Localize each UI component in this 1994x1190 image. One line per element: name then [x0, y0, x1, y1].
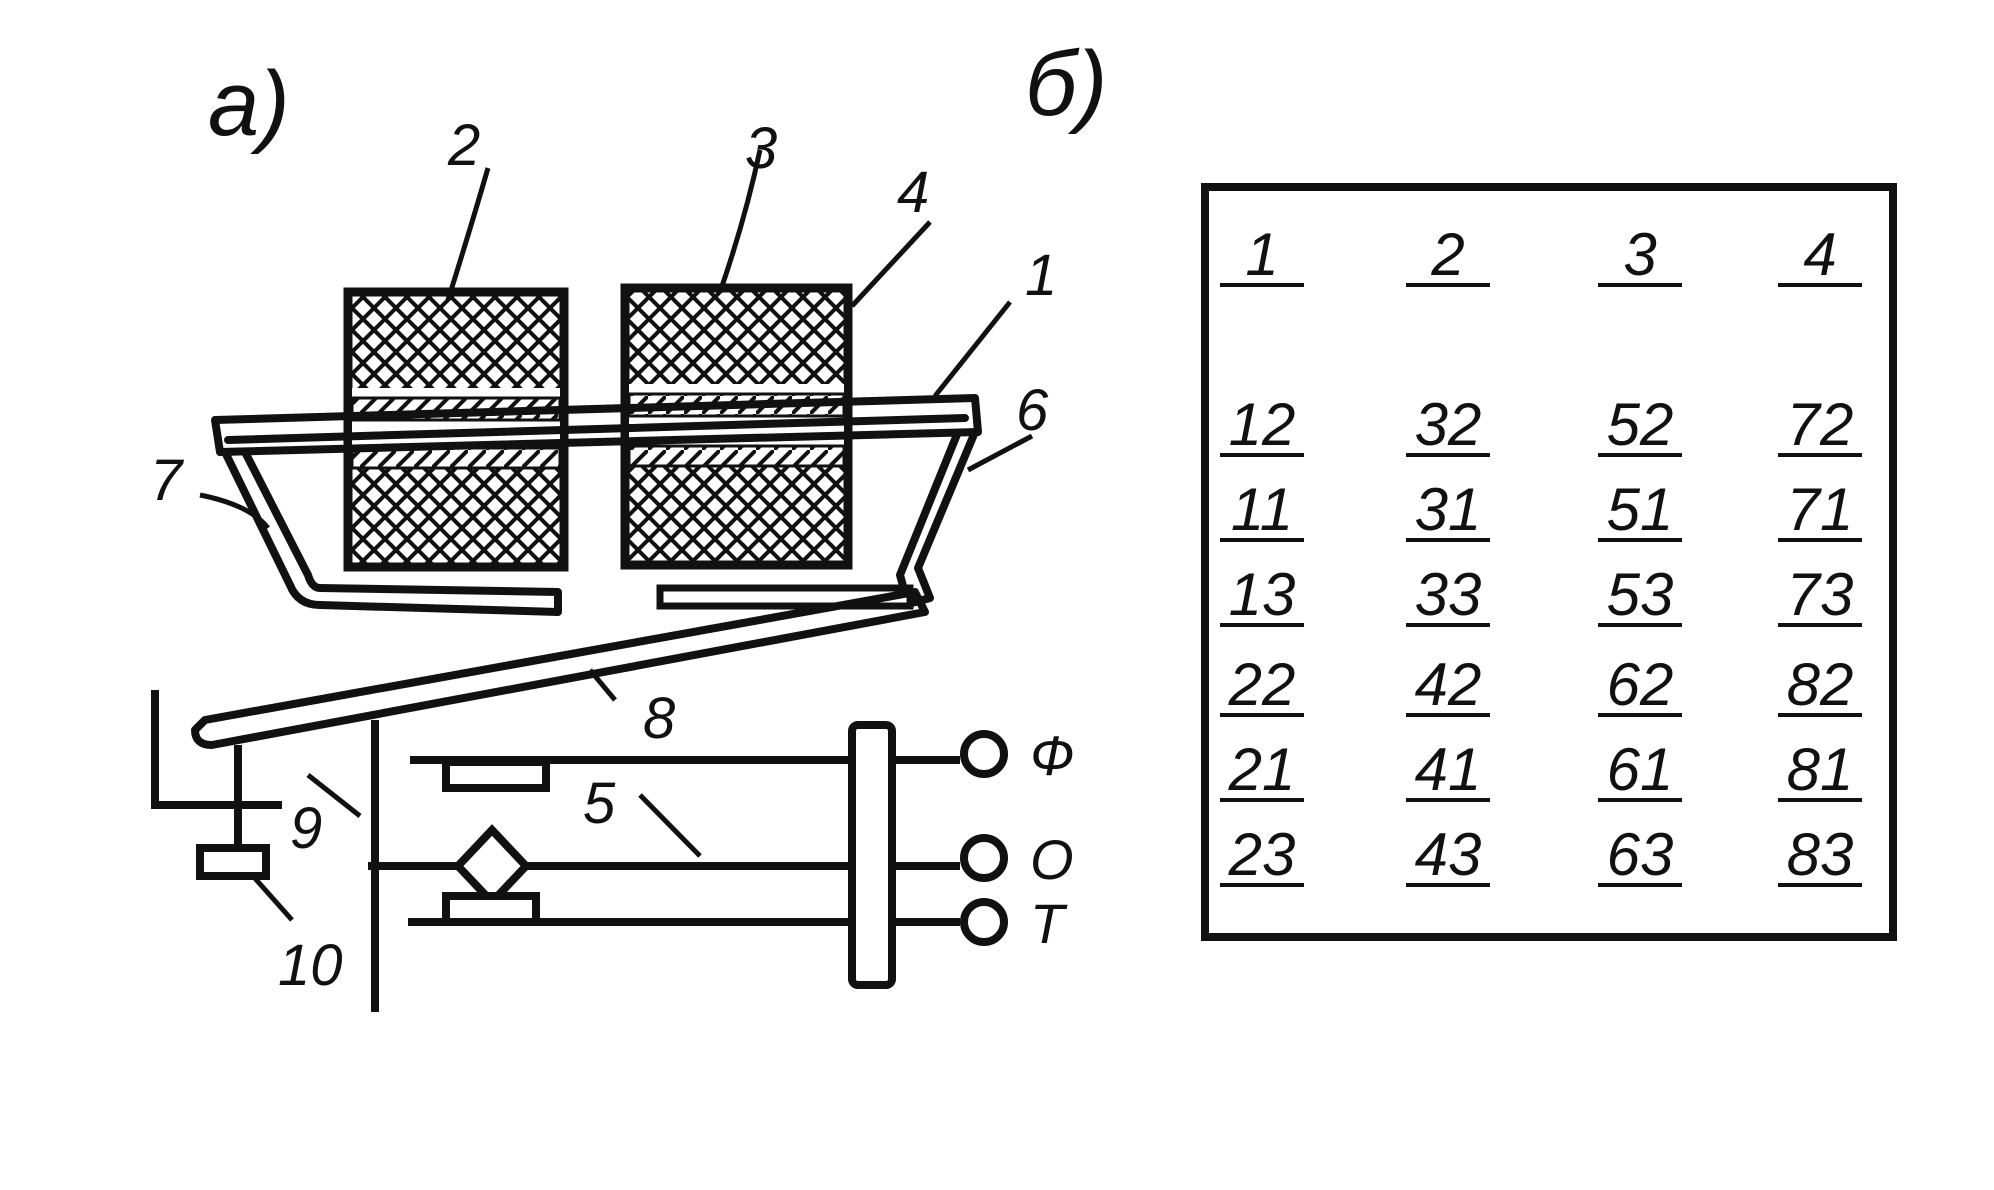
terminal-label-F: Ф: [1030, 724, 1075, 787]
table-cell: 81: [1787, 736, 1854, 803]
lever-8: [191, 588, 929, 749]
table-cell: 72: [1787, 391, 1854, 458]
table-frame: [1201, 183, 1897, 941]
callout-2: 2: [447, 113, 480, 178]
core-bar: [211, 394, 982, 456]
yoke-7: [221, 450, 562, 616]
terminal-F: Ф: [960, 724, 1075, 787]
table-cell: 21: [1228, 736, 1296, 803]
table-cell: 41: [1415, 736, 1482, 803]
panel-a-title: а): [208, 53, 290, 155]
table-cell: 83: [1787, 821, 1854, 888]
table-cell: 13: [1229, 561, 1296, 628]
table-cell: 61: [1607, 736, 1674, 803]
table-cell: 31: [1415, 476, 1482, 543]
table-cell: 12: [1229, 391, 1296, 458]
callout-10: 10: [278, 933, 343, 998]
table-cell: 52: [1607, 391, 1674, 458]
callout-6: 6: [1016, 378, 1049, 443]
table-cell: 33: [1415, 561, 1482, 628]
table-cell: 51: [1607, 476, 1674, 543]
table-cell: 62: [1607, 651, 1674, 718]
panel-b-title: б): [1025, 33, 1107, 135]
callout-1: 1: [1025, 243, 1057, 308]
table-cell: 53: [1607, 561, 1674, 628]
leader-lines: [199, 149, 1034, 922]
callout-8: 8: [643, 686, 675, 751]
panel-a: а): [150, 53, 1075, 1012]
terminal-label-T: Т: [1030, 892, 1068, 955]
table-header-cell: 1: [1245, 221, 1278, 288]
spring-6: [896, 430, 979, 608]
table-header-cell: 2: [1430, 221, 1464, 288]
table-header-cell: 4: [1803, 221, 1836, 288]
table-header-cell: 3: [1623, 221, 1656, 288]
callout-7: 7: [150, 448, 185, 513]
callout-3: 3: [745, 116, 777, 181]
table-cell: 32: [1415, 391, 1482, 458]
block-10: [196, 844, 270, 880]
table-cell: 43: [1415, 821, 1482, 888]
callout-5: 5: [583, 771, 616, 836]
table-cell: 11: [1231, 476, 1293, 543]
contact-assembly: [368, 721, 960, 989]
terminal-label-O: О: [1030, 828, 1074, 891]
table-cell: 42: [1415, 651, 1482, 718]
callout-4: 4: [897, 160, 929, 225]
table-cell: 71: [1787, 476, 1854, 543]
table-cell: 23: [1228, 821, 1296, 888]
terminal-T: Т: [960, 892, 1068, 955]
table-cell: 22: [1228, 651, 1296, 718]
table-cell: 82: [1787, 651, 1854, 718]
callout-9: 9: [290, 796, 322, 861]
table-cell: 63: [1607, 821, 1674, 888]
table-cell: 73: [1787, 561, 1854, 628]
terminal-O: О: [960, 828, 1074, 891]
